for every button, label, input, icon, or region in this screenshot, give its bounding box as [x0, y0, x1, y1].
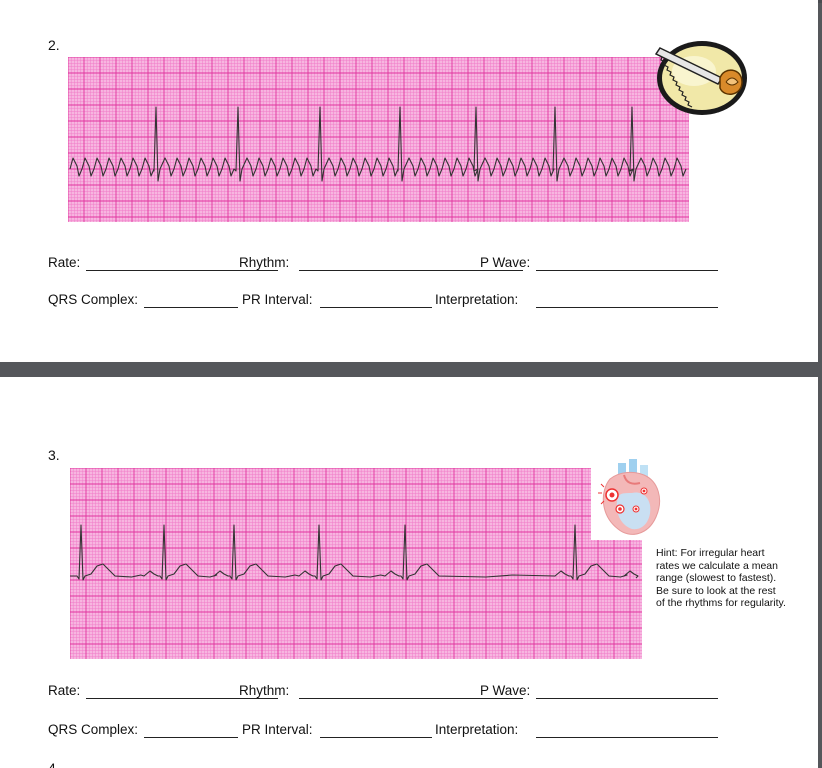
interpretation-label: Interpretation:	[435, 292, 519, 307]
p-wave-answer-field[interactable]	[536, 698, 718, 699]
rhythm-label: Rhythm:	[239, 683, 290, 698]
p-wave-answer-field[interactable]	[536, 270, 718, 271]
qrs-label: QRS Complex:	[48, 292, 139, 307]
rate-label: Rate:	[48, 255, 81, 270]
heart-conduction-icon	[598, 459, 660, 535]
rhythm-answer-field[interactable]	[299, 698, 523, 699]
pr-interval-label: PR Interval:	[242, 292, 313, 307]
qrs-label: QRS Complex:	[48, 722, 139, 737]
pr-interval-answer-field[interactable]	[320, 307, 432, 308]
exercise-number: 2.	[48, 37, 60, 53]
hint-backdrop	[642, 540, 792, 655]
rhythm-label: Rhythm:	[239, 255, 290, 270]
next-exercise-number-partial: 4.	[48, 760, 60, 768]
interpretation-label: Interpretation:	[435, 722, 519, 737]
p-wave-label: P Wave:	[480, 683, 531, 698]
interpretation-answer-field[interactable]	[536, 307, 718, 308]
p-wave-label: P Wave:	[480, 255, 531, 270]
ecg-strip-exercise-3	[70, 468, 642, 659]
qrs-answer-field[interactable]	[144, 737, 238, 738]
pr-interval-answer-field[interactable]	[320, 737, 432, 738]
rate-answer-field[interactable]	[86, 698, 278, 699]
hint-text: Hint: For irregular heart rates we calcu…	[656, 547, 786, 610]
saw-and-atrium-icon	[654, 41, 747, 115]
pr-interval-label: PR Interval:	[242, 722, 313, 737]
qrs-answer-field[interactable]	[144, 307, 238, 308]
rate-answer-field[interactable]	[86, 270, 278, 271]
rate-label: Rate:	[48, 683, 81, 698]
ecg-strip-exercise-2	[68, 57, 689, 222]
interpretation-answer-field[interactable]	[536, 737, 718, 738]
rhythm-answer-field[interactable]	[299, 270, 523, 271]
exercise-number: 3.	[48, 447, 60, 463]
